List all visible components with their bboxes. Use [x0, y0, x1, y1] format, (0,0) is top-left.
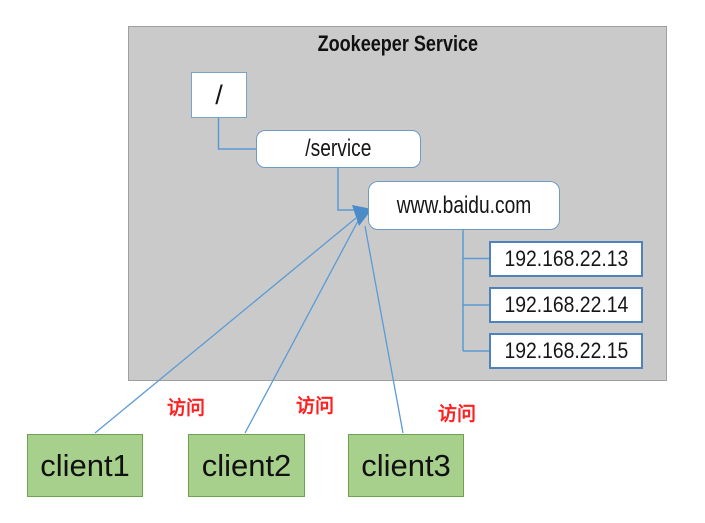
- client1-label: client1: [40, 447, 130, 483]
- znode-service-label: /service: [305, 135, 372, 162]
- znode-ip-2: 192.168.22.14: [489, 287, 643, 323]
- diagram-title: Zookeeper Service: [317, 31, 478, 56]
- znode-root: /: [191, 72, 247, 118]
- client3-label: client3: [361, 447, 451, 483]
- znode-ip-3-label: 192.168.22.15: [504, 338, 628, 363]
- znode-ip-2-label: 192.168.22.14: [504, 292, 628, 317]
- client2-label: client2: [201, 447, 292, 483]
- access-label-1: 访问: [167, 398, 206, 419]
- znode-ip-1: 192.168.22.13: [489, 241, 643, 277]
- client2-box: client2: [188, 434, 305, 497]
- client1-box: client1: [27, 434, 143, 497]
- znode-ip-3: 192.168.22.15: [489, 333, 643, 369]
- znode-domain-label: www.baidu.com: [396, 191, 532, 219]
- znode-ip-1-label: 192.168.22.13: [504, 246, 628, 271]
- client3-box: client3: [348, 434, 464, 497]
- access-label-2: 访问: [296, 396, 335, 417]
- znode-service: /service: [256, 130, 421, 168]
- znode-domain: www.baidu.com: [368, 181, 560, 230]
- znode-root-label: /: [215, 79, 223, 110]
- access-label-3: 访问: [438, 404, 477, 425]
